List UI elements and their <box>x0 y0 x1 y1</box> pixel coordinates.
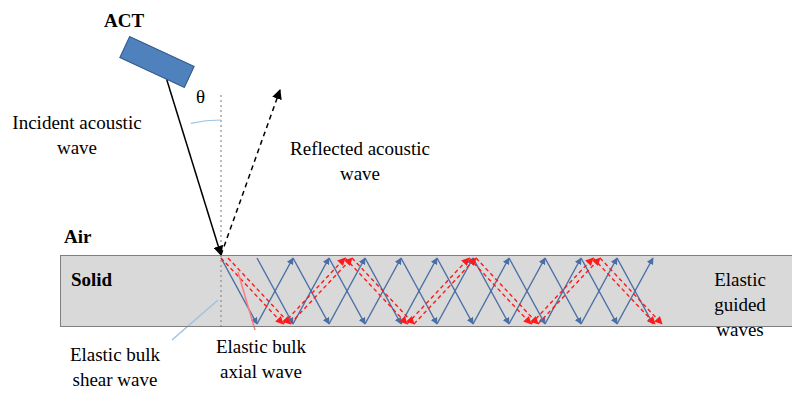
node-title: Solid <box>71 267 112 292</box>
bulk-waves <box>221 258 662 324</box>
solid-plate: SolidElastic guided waves <box>60 255 792 327</box>
axial-wave-ray <box>414 258 476 324</box>
shear-wave-ray <box>329 258 365 324</box>
axial-wave-ray <box>345 258 407 324</box>
wave-label: Elastic bulk shear wave <box>60 342 170 392</box>
shear-wave-ray <box>473 258 509 324</box>
axial-wave-ray <box>538 258 600 324</box>
shear-wave-ray <box>401 258 437 324</box>
shear-wave-ray <box>473 258 509 324</box>
node-text: Elastic guided waves <box>690 267 790 342</box>
shear-wave-ray <box>545 258 581 324</box>
axial-wave-ray <box>469 258 531 324</box>
shear-wave-ray <box>581 258 617 324</box>
axial-wave-ray <box>228 258 290 324</box>
axial-wave-ray <box>283 258 345 324</box>
shear-wave-ray <box>509 258 545 324</box>
shear-wave-ray <box>329 258 365 324</box>
incident-wave <box>165 74 221 255</box>
shear-wave-ray <box>581 258 617 324</box>
shear-wave-ray <box>257 258 293 324</box>
shear-wave-ray <box>617 258 653 324</box>
wave-label: Incident acoustic wave <box>2 110 152 160</box>
shear-wave-ray <box>545 258 581 324</box>
shear-wave-ray <box>509 258 545 324</box>
axial-wave-ray <box>290 258 352 324</box>
leader-line <box>238 272 255 330</box>
axial-wave-ray <box>476 258 538 324</box>
solid-fill <box>60 255 792 327</box>
shear-wave-ray <box>293 258 329 324</box>
axial-wave-ray <box>352 258 414 324</box>
normal-line <box>220 95 221 330</box>
angle-symbol: θ <box>196 84 205 109</box>
reflected-wave <box>221 90 280 255</box>
axial-wave-ray <box>600 258 662 324</box>
leader-line <box>172 300 218 340</box>
medium-label: Air <box>64 224 91 249</box>
angle-arc <box>191 120 221 123</box>
shear-wave-ray <box>293 258 329 324</box>
axial-wave-ray <box>531 258 593 324</box>
wave-label: Elastic bulk axial wave <box>206 334 316 384</box>
wave-label: Reflected acoustic wave <box>290 136 430 186</box>
shear-wave-ray <box>257 258 293 324</box>
shear-wave-ray <box>617 258 653 324</box>
node-title: ACT <box>104 8 144 33</box>
axial-wave-ray <box>593 258 655 324</box>
shear-wave-ray <box>401 258 437 324</box>
axial-wave-ray <box>221 258 283 324</box>
axial-wave-ray <box>407 258 469 324</box>
transducer-body <box>119 36 194 88</box>
